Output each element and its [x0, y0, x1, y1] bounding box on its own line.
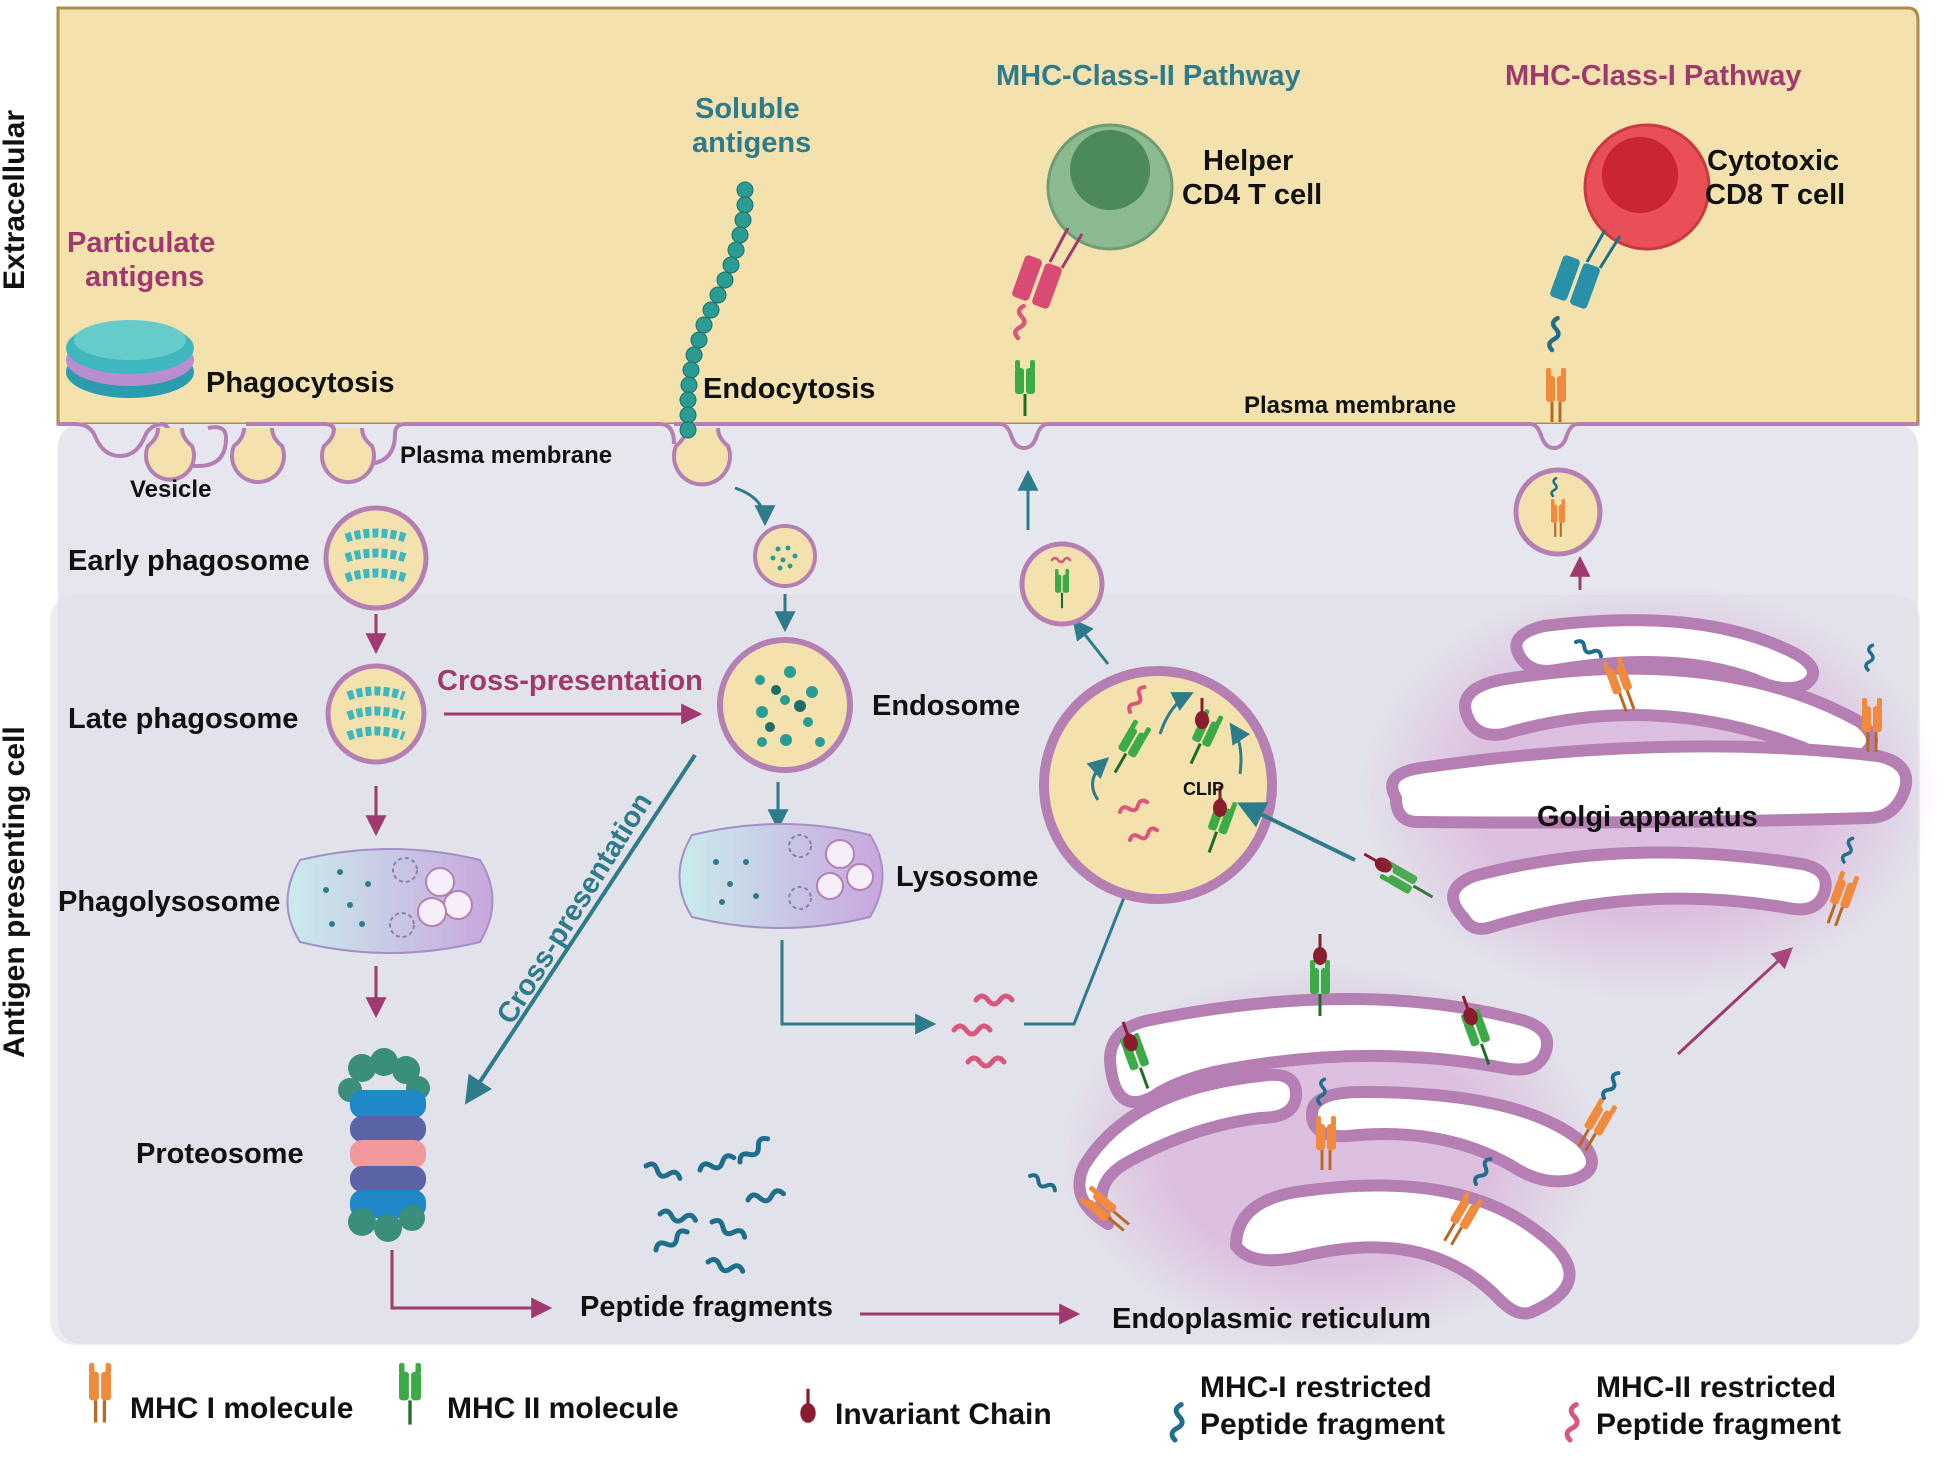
legend-mhc2-peptide-label-2: Peptide fragment	[1596, 1408, 1841, 1441]
soluble-antigens-label-2: antigens	[692, 127, 811, 159]
lysosome-label: Lysosome	[896, 861, 1038, 893]
particulate-antigens-label-2: antigens	[85, 261, 204, 293]
helper-label-2: CD4 T cell	[1182, 179, 1322, 211]
soluble-antigen-chain-icon	[679, 181, 754, 439]
helper-label-1: Helper	[1203, 145, 1293, 177]
soluble-antigens-label-1: Soluble	[695, 93, 800, 125]
legend-mhc1-peptide-label-2: Peptide fragment	[1200, 1408, 1445, 1441]
legend-mhc1-peptide-label-1: MHC-I restricted	[1200, 1371, 1432, 1404]
early-phagosome-label: Early phagosome	[68, 545, 310, 577]
legend-mhc2-peptide-label-1: MHC-II restricted	[1596, 1371, 1836, 1404]
mhc2-transport-vesicle-icon	[1019, 541, 1105, 627]
legend-invariant-label: Invariant Chain	[835, 1398, 1052, 1431]
golgi-label: Golgi apparatus	[1537, 801, 1758, 833]
apc-label: Antigen presenting cell	[0, 726, 31, 1058]
mhc1-transport-vesicle-icon	[1513, 467, 1603, 557]
cytotoxic-t-cell-icon	[1544, 123, 1711, 424]
particulate-antigens-label-1: Particulate	[67, 227, 215, 259]
cross-presentation-top-label: Cross-presentation	[437, 665, 703, 697]
lysosome-icon	[678, 823, 884, 929]
phagocytosis-label: Phagocytosis	[206, 367, 395, 399]
extracellular-label: Extracellular	[0, 110, 31, 290]
legend-mhc2-peptide-icon	[1566, 1404, 1580, 1441]
legend-mhc1-icon	[87, 1361, 113, 1425]
early-phagosome-icon	[323, 505, 429, 611]
cytotoxic-label-1: Cytotoxic	[1707, 145, 1839, 177]
late-phagosome-label: Late phagosome	[68, 703, 298, 735]
proteasome-icon	[338, 1048, 430, 1242]
vesicle-label: Vesicle	[130, 476, 211, 503]
endocytosis-label: Endocytosis	[703, 373, 875, 405]
legend-mhc2-icon	[397, 1361, 423, 1427]
phagolysosome-icon	[286, 848, 494, 954]
legend-invariant-icon	[798, 1387, 818, 1425]
mhc2-loading-compartment-icon	[1039, 666, 1277, 904]
helper-t-cell-icon	[1012, 123, 1174, 418]
particulate-antigen-icon	[66, 320, 194, 398]
plasma-membrane-label-left: Plasma membrane	[400, 442, 612, 469]
endosome-label: Endosome	[872, 690, 1020, 722]
mhc1-pathway-label: MHC-Class-I Pathway	[1505, 60, 1802, 92]
golgi-icon	[1386, 614, 1913, 935]
phagolysosome-label: Phagolysosome	[58, 886, 280, 918]
legend: MHC I molecule MHC II molecule Invariant…	[87, 1361, 1841, 1441]
legend-mhc2-label: MHC II molecule	[447, 1392, 679, 1425]
plasma-membrane-label-right: Plasma membrane	[1244, 392, 1456, 419]
er-icon	[1073, 993, 1598, 1320]
late-phagosome-icon	[325, 663, 427, 765]
cytotoxic-label-2: CD8 T cell	[1705, 179, 1845, 211]
er-label: Endoplasmic reticulum	[1112, 1303, 1431, 1335]
legend-mhc1-peptide-icon	[1171, 1404, 1185, 1441]
membrane-vesicles	[144, 427, 732, 487]
proteosome-label: Proteosome	[136, 1138, 304, 1170]
legend-mhc1-label: MHC I molecule	[130, 1392, 353, 1425]
extracellular-region	[56, 6, 1920, 426]
peptide-fragments-label: Peptide fragments	[580, 1291, 833, 1323]
clip-label: CLIP	[1183, 779, 1224, 799]
endosome-icon	[717, 637, 853, 773]
mhc2-pathway-label: MHC-Class-II Pathway	[996, 60, 1301, 92]
early-endosome-icon	[753, 524, 817, 588]
